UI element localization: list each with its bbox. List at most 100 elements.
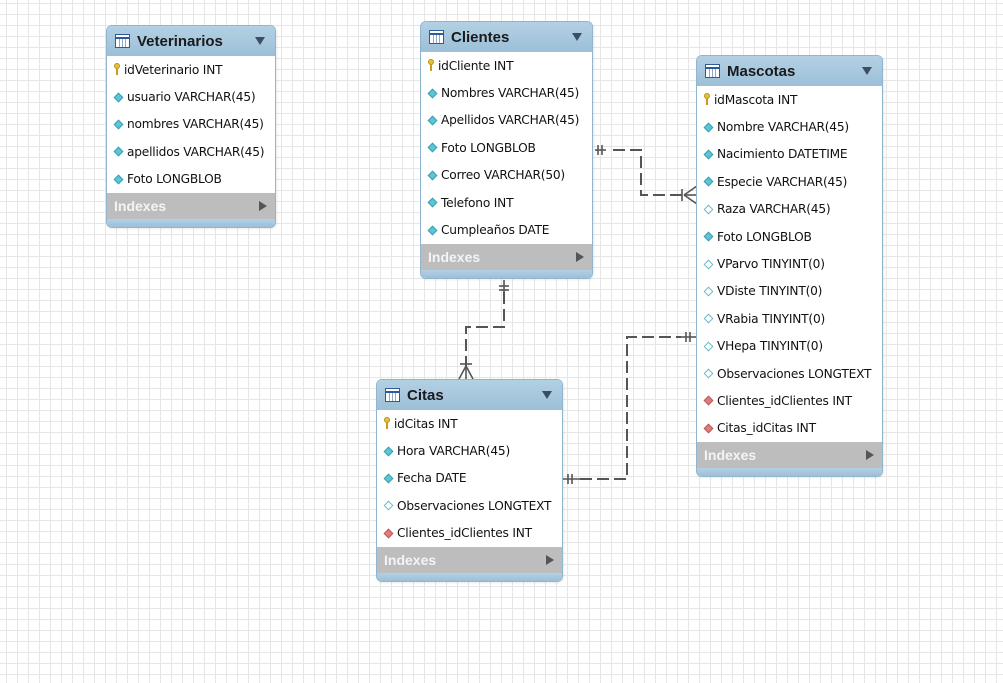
column-row[interactable]: Foto LONGBLOB [697,223,882,250]
column-row[interactable]: Nacimiento DATETIME [697,141,882,168]
link-line [613,149,684,196]
column-row[interactable]: Cumpleaños DATE [421,216,592,243]
column-row[interactable]: Clientes_idClientes INT [697,387,882,414]
collapse-arrow-icon[interactable] [862,67,872,75]
column-row[interactable]: Citas_idCitas INT [697,415,882,442]
column-row[interactable]: Clientes_idClientes INT [377,520,562,547]
column-diamond-icon [427,88,438,99]
nullable-column-diamond-icon [703,341,714,352]
indexes-label: Indexes [428,248,481,265]
column-diamond-icon [113,146,124,157]
table-title: Mascotas [727,62,796,80]
column-row[interactable]: VRabia TINYINT(0) [697,305,882,332]
column-diamond-icon [703,122,714,133]
primary-key-icon [703,93,711,106]
relationship-clientes-mascotas [595,145,698,205]
expand-arrow-icon[interactable] [866,450,874,461]
table-icon [115,34,130,48]
column-row[interactable]: apellidos VARCHAR(45) [107,138,275,165]
column-row[interactable]: idCliente INT [421,52,592,79]
column-row[interactable]: usuario VARCHAR(45) [107,83,275,110]
link-line [465,292,505,366]
table-header[interactable]: Clientes [421,22,592,52]
nullable-column-diamond-icon [703,313,714,324]
column-row[interactable]: VDiste TINYINT(0) [697,278,882,305]
foreign-key-diamond-icon [703,423,714,434]
indexes-section[interactable]: Indexes [421,243,592,270]
column-list: idCliente INT Nombres VARCHAR(45) Apelli… [421,52,592,244]
table-header[interactable]: Veterinarios [107,26,275,56]
column-row[interactable]: Raza VARCHAR(45) [697,196,882,223]
column-label: Telefono INT [441,195,514,210]
table-title: Citas [407,386,444,404]
table-citas[interactable]: Citas idCitas INT Hora VARCHAR(45) Fecha… [376,379,563,582]
column-label: VHepa TINYINT(0) [717,339,823,354]
column-diamond-icon [427,142,438,153]
nullable-column-diamond-icon [383,500,394,511]
column-row[interactable]: idVeterinario INT [107,56,275,83]
indexes-label: Indexes [384,551,437,568]
table-header[interactable]: Citas [377,380,562,410]
column-row[interactable]: Fecha DATE [377,465,562,492]
collapse-arrow-icon[interactable] [255,37,265,45]
nullable-column-diamond-icon [703,204,714,215]
column-row[interactable]: Observaciones LONGTEXT [377,492,562,519]
column-row[interactable]: idCitas INT [377,410,562,437]
column-diamond-icon [383,473,394,484]
table-icon [385,388,400,402]
table-veterinarios[interactable]: Veterinarios idVeterinario INT usuario V… [106,25,276,228]
column-row[interactable]: Nombres VARCHAR(45) [421,79,592,106]
expand-arrow-icon[interactable] [576,251,584,262]
column-row[interactable]: Foto LONGBLOB [107,166,275,193]
relationship-citas-mascotas [562,332,696,484]
column-row[interactable]: nombres VARCHAR(45) [107,111,275,138]
expand-arrow-icon[interactable] [546,554,554,565]
column-list: idVeterinario INT usuario VARCHAR(45) no… [107,56,275,193]
column-row[interactable]: VParvo TINYINT(0) [697,250,882,277]
table-footer [421,269,592,278]
column-label: nombres VARCHAR(45) [127,117,264,132]
column-diamond-icon [113,174,124,185]
column-row[interactable]: Telefono INT [421,189,592,216]
primary-key-icon [113,63,121,76]
column-list: idMascota INT Nombre VARCHAR(45) Nacimie… [697,86,882,442]
column-label: Foto LONGBLOB [717,229,812,244]
table-header[interactable]: Mascotas [697,56,882,86]
column-label: Foto LONGBLOB [441,140,536,155]
column-row[interactable]: Apellidos VARCHAR(45) [421,107,592,134]
column-row[interactable]: Nombre VARCHAR(45) [697,113,882,140]
column-label: Hora VARCHAR(45) [397,444,511,459]
column-diamond-icon [703,231,714,242]
column-label: idMascota INT [714,92,798,107]
column-label: idCliente INT [438,58,514,73]
column-label: Citas_idCitas INT [717,421,816,436]
collapse-arrow-icon[interactable] [572,33,582,41]
indexes-section[interactable]: Indexes [697,442,882,469]
column-label: Clientes_idClientes INT [717,393,852,408]
column-label: Observaciones LONGTEXT [717,366,872,381]
column-label: VDiste TINYINT(0) [717,284,823,299]
expand-arrow-icon[interactable] [259,200,267,211]
column-diamond-icon [703,149,714,160]
column-label: Raza VARCHAR(45) [717,202,831,217]
column-diamond-icon [383,446,394,457]
column-row[interactable]: Foto LONGBLOB [421,134,592,161]
indexes-section[interactable]: Indexes [377,546,562,573]
column-row[interactable]: Observaciones LONGTEXT [697,360,882,387]
collapse-arrow-icon[interactable] [542,391,552,399]
column-diamond-icon [703,176,714,187]
indexes-section[interactable]: Indexes [107,192,275,219]
table-footer [697,468,882,477]
table-mascotas[interactable]: Mascotas idMascota INT Nombre VARCHAR(45… [696,55,883,478]
column-row[interactable]: Correo VARCHAR(50) [421,162,592,189]
link-line [580,336,681,480]
many-mark [465,365,474,380]
column-diamond-icon [427,225,438,235]
column-row[interactable]: idMascota INT [697,86,882,113]
column-row[interactable]: Especie VARCHAR(45) [697,168,882,195]
column-row[interactable]: Hora VARCHAR(45) [377,437,562,464]
column-row[interactable]: VHepa TINYINT(0) [697,333,882,360]
column-label: Especie VARCHAR(45) [717,174,848,189]
table-clientes[interactable]: Clientes idCliente INT Nombres VARCHAR(4… [420,21,593,279]
